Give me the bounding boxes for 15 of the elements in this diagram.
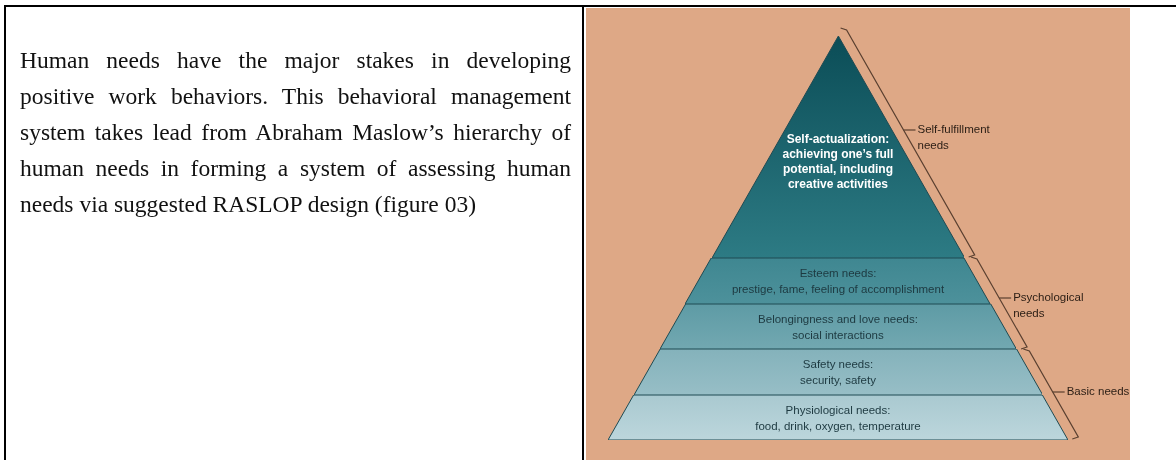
pyramid-tier <box>633 349 1043 395</box>
tier-heading: Esteem needs: <box>798 266 878 281</box>
pyramid-tier <box>608 395 1068 440</box>
tier-heading: Belongingness and love needs: <box>757 311 919 327</box>
bracket-label: Psychological needs <box>1013 290 1085 321</box>
bracket-label: Basic needs <box>1066 384 1131 399</box>
tier-heading: Physiological needs: <box>784 402 892 418</box>
bracket-label: Self-fulfillment needs <box>917 122 991 153</box>
tier-description: food, drink, oxygen, temperature <box>754 418 922 434</box>
tier-description: prestige, fame, feeling of accomplishment <box>730 282 946 297</box>
tier-description: social interactions <box>791 327 885 343</box>
tier-heading: Safety needs: <box>801 357 875 372</box>
tier-label: Self-actualization: achieving one’s full potential, including creative activities <box>781 132 895 192</box>
tier-description: security, safety <box>799 373 877 388</box>
paragraph: Human needs have the major stakes in developing positive work behaviors. This behavioral management system takes lead from Abraham Maslow’s hierarchy of human needs in forming a system of assessing human needs via suggested RASLOP design (figure 03) <box>20 46 571 219</box>
